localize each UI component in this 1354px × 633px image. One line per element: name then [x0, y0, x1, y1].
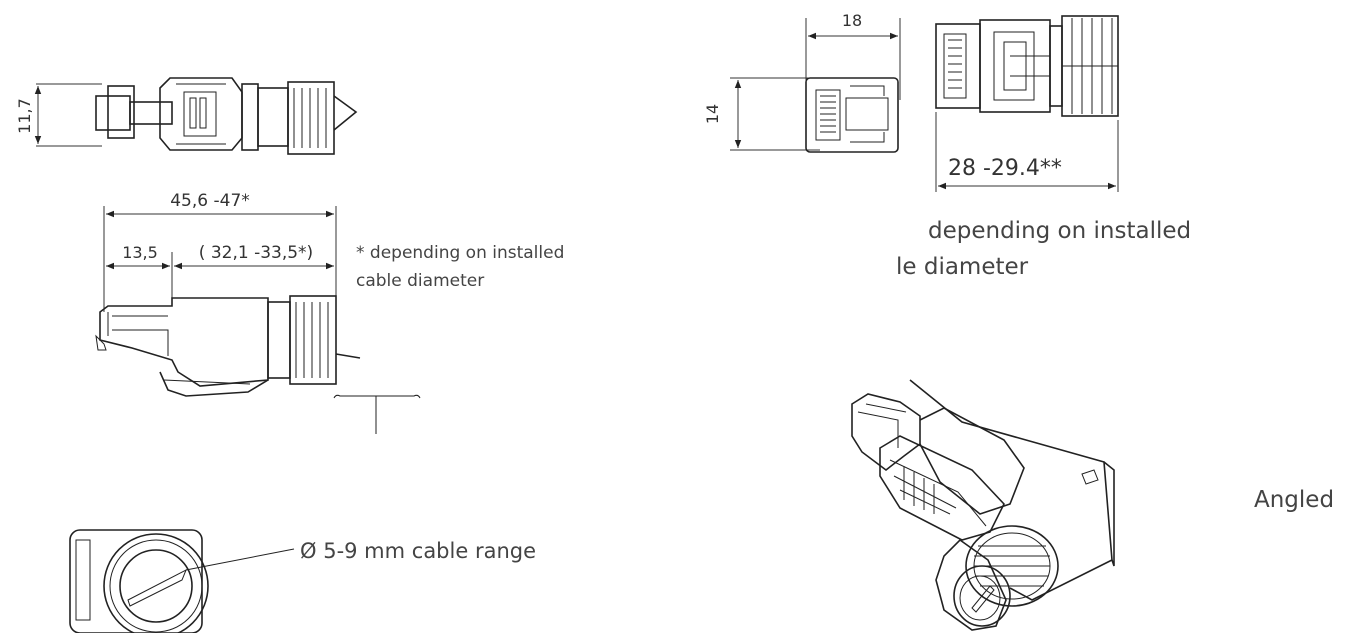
note-right-line2: le diameter	[896, 254, 1029, 280]
connector-front-view	[730, 18, 901, 153]
connector-top-view-right	[935, 15, 1119, 192]
width-dimension-right: 18	[842, 11, 862, 30]
height-dimension-left: 11,7	[15, 98, 34, 134]
note-depending-line1: * depending on installed	[356, 243, 564, 263]
cable-range-label: Ø 5-9 mm cable range	[300, 539, 536, 563]
angled-connector-isometric	[851, 379, 1115, 631]
connector-side-view	[95, 206, 361, 397]
angled-label: Angled	[1254, 487, 1334, 513]
connector-top-view	[34, 77, 358, 155]
front-length-dimension: 13,5	[122, 243, 158, 262]
connector-end-view	[69, 529, 295, 633]
height-dimension-right: 14	[703, 104, 722, 124]
cable-fragment	[333, 394, 421, 434]
rear-length-dimension: ( 32,1 -33,5*)	[199, 243, 313, 263]
note-right-line1: depending on installed	[928, 218, 1191, 244]
length-dimension-right: 28 -29.4**	[948, 156, 1062, 181]
note-depending-line2: cable diameter	[356, 271, 484, 291]
overall-length-dimension: 45,6 -47*	[170, 191, 250, 211]
